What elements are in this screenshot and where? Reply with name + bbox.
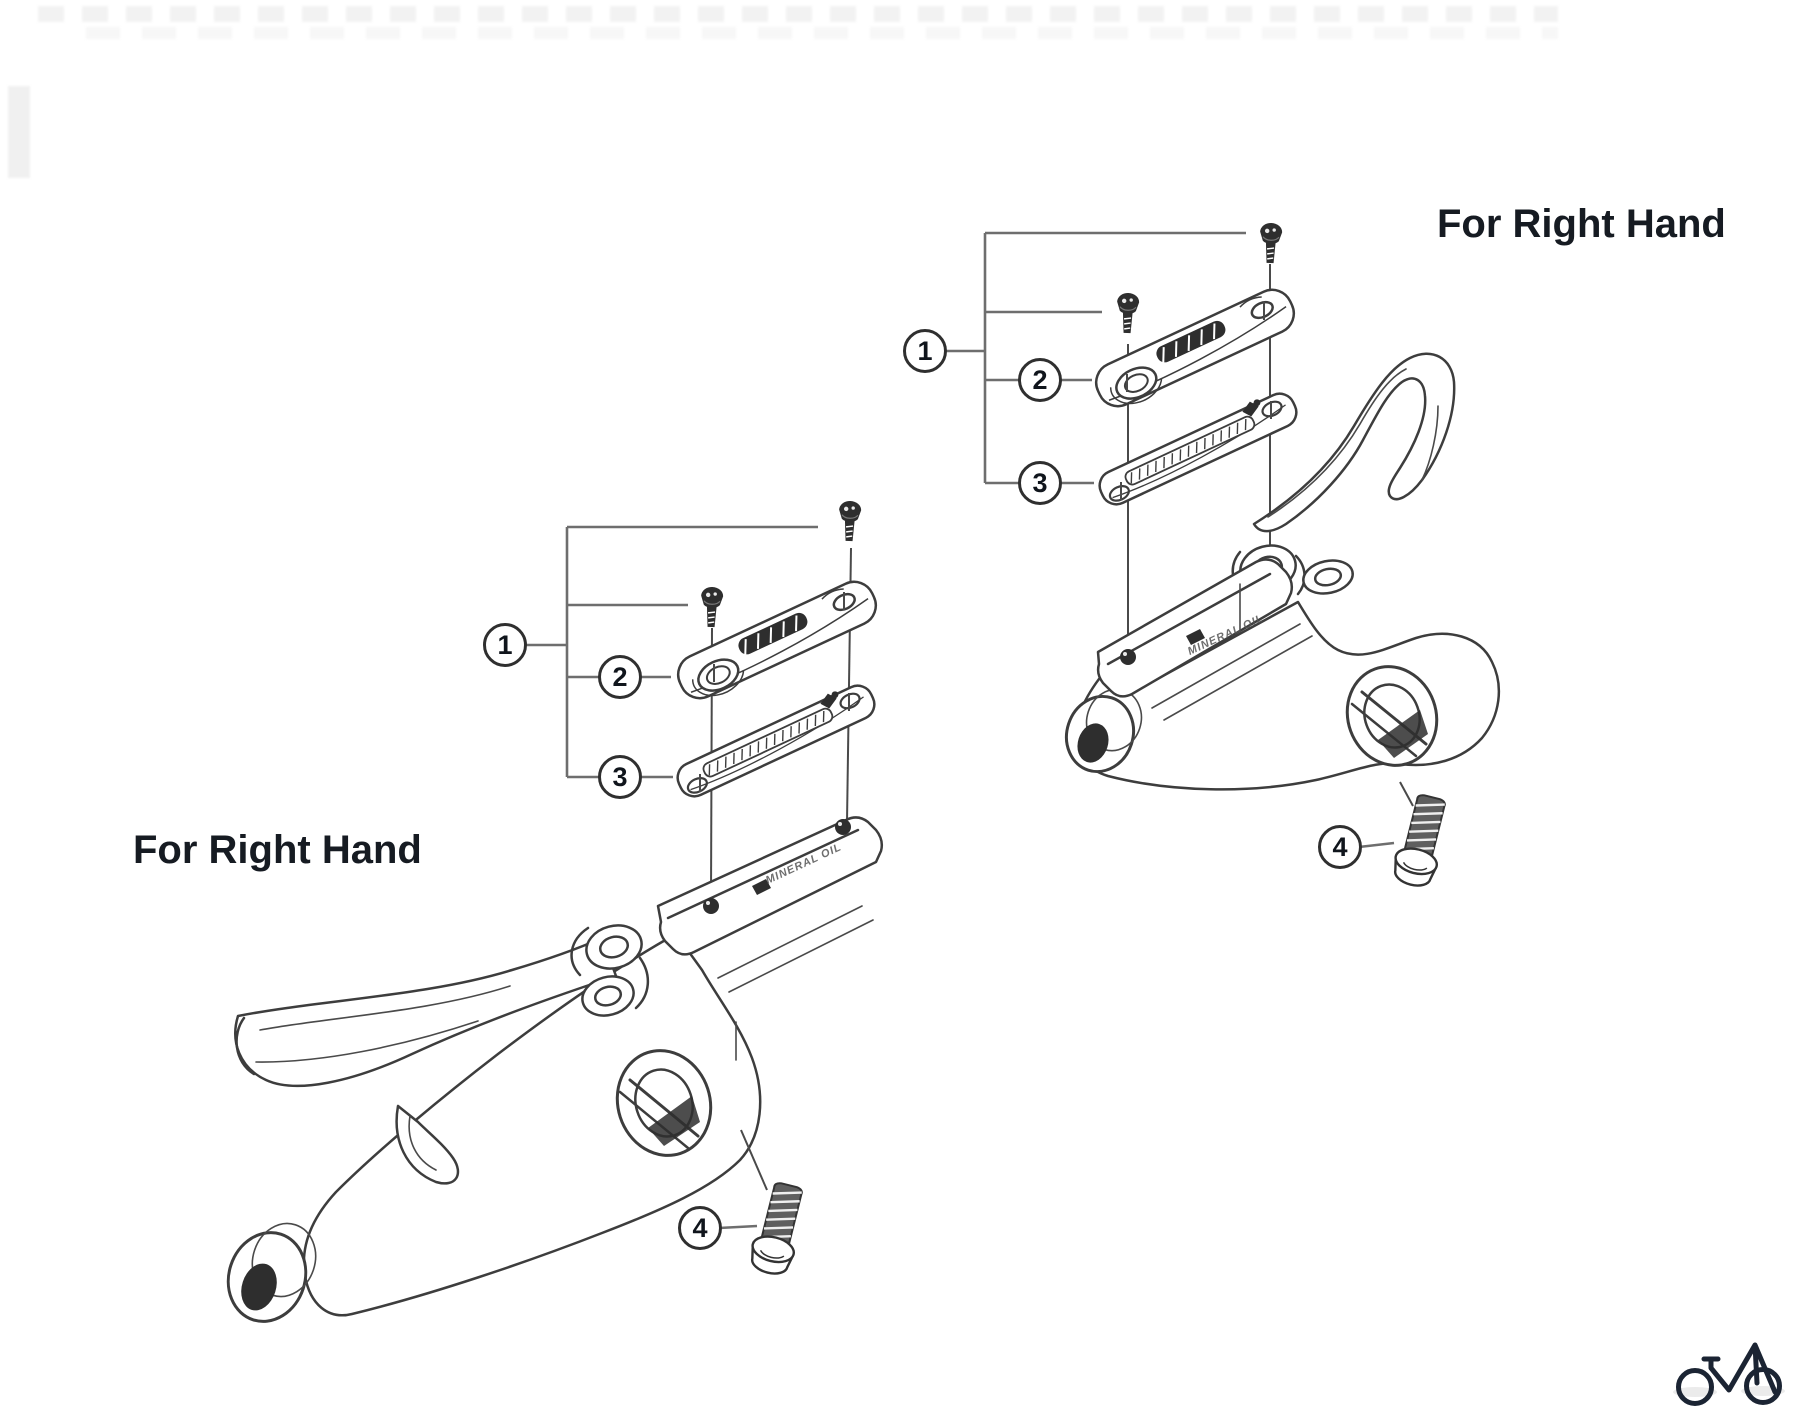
right-diagram-title: For Right Hand (1437, 202, 1726, 246)
scan-artifact-row (38, 6, 1558, 22)
diagram-upper-right (944, 221, 1501, 891)
part-1-screw (1115, 291, 1141, 335)
callout-1: 1 (483, 623, 527, 667)
left-diagram-title: For Right Hand (133, 828, 422, 872)
logo-wheel (1676, 1368, 1714, 1406)
scan-artifact-column (8, 86, 30, 178)
diagram-lower-left (226, 499, 886, 1323)
callout-lines (944, 231, 1395, 849)
callout-4: 4 (1318, 825, 1362, 869)
bicycle-logo (1673, 1342, 1785, 1406)
axis-through-holes (699, 592, 850, 792)
brake-lever-body (226, 816, 884, 1323)
callout-1: 1 (903, 329, 947, 373)
callout-4: 4 (678, 1206, 722, 1250)
scan-artifact-row (86, 27, 1558, 39)
brake-lever-body (1064, 352, 1501, 791)
part-4-bolt (1388, 790, 1454, 891)
bolt-axis-line (1399, 781, 1414, 807)
callout-2: 2 (1018, 358, 1062, 402)
part-1-screw (1258, 221, 1284, 265)
part-1-screw (837, 499, 863, 543)
callout-3: 3 (1018, 461, 1062, 505)
part-1-screw (699, 585, 725, 629)
callout-3: 3 (598, 755, 642, 799)
axis-through-holes (1120, 302, 1272, 500)
part-4-bolt (745, 1178, 811, 1279)
logo-frame (1701, 1342, 1778, 1395)
callout-2: 2 (598, 655, 642, 699)
bolt-axis-line (740, 1129, 768, 1191)
callout-lines (524, 525, 818, 1230)
